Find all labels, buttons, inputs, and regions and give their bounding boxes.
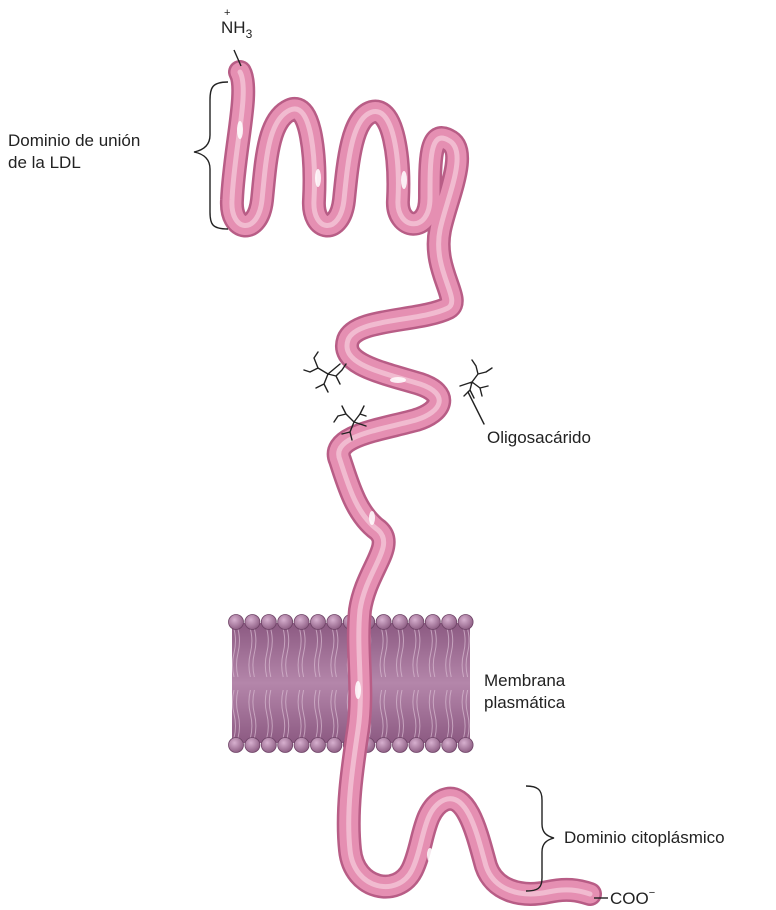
oligosaccharide-pointer xyxy=(468,392,484,424)
membrane-label: Membrana plasmática xyxy=(484,671,570,712)
cytoplasmic-brace xyxy=(526,786,554,891)
n-terminus: NH3 + xyxy=(221,7,253,66)
cytoplasmic-domain: Dominio citoplásmico xyxy=(526,786,725,891)
lipid-head-bottom xyxy=(278,738,293,753)
lipid-head-bottom xyxy=(229,738,244,753)
cytoplasmic-label: Dominio citoplásmico xyxy=(564,828,725,847)
lipid-head-top xyxy=(327,615,342,630)
receptor-ribbon xyxy=(232,72,590,894)
lipid-head-bottom xyxy=(442,738,457,753)
oligosaccharide-label: Oligosacárido xyxy=(487,428,591,447)
lipid-head-top xyxy=(425,615,440,630)
lipid-head-bottom xyxy=(376,738,391,753)
ribbon-body xyxy=(232,72,590,894)
ldl-binding-label: Dominio de unión de la LDL xyxy=(8,131,145,172)
lipid-head-bottom xyxy=(261,738,276,753)
coo-label: COO− xyxy=(610,887,655,908)
lipid-head-top xyxy=(261,615,276,630)
lipid-head-top xyxy=(409,615,424,630)
ldl-binding-domain: Dominio de unión de la LDL xyxy=(8,82,228,229)
lipid-head-bottom xyxy=(409,738,424,753)
ribbon-highlight xyxy=(232,72,590,894)
ribbon-edge xyxy=(232,72,590,894)
nh3-label: NH3 xyxy=(221,18,253,41)
c-terminus: COO− xyxy=(594,887,655,908)
lipid-head-top xyxy=(294,615,309,630)
lipid-head-bottom xyxy=(294,738,309,753)
lipid-head-top xyxy=(376,615,391,630)
lipid-head-top xyxy=(245,615,260,630)
oligosaccharide-glyph-2 xyxy=(460,360,492,398)
lipid-head-bottom xyxy=(458,738,473,753)
lipid-head-top xyxy=(458,615,473,630)
lipid-head-top xyxy=(311,615,326,630)
lipid-head-bottom xyxy=(311,738,326,753)
nh3-charge: + xyxy=(224,7,230,19)
lipid-head-bottom xyxy=(327,738,342,753)
lipid-head-top xyxy=(442,615,457,630)
lipid-head-bottom xyxy=(425,738,440,753)
lipid-head-top xyxy=(278,615,293,630)
lipid-head-top xyxy=(229,615,244,630)
lipid-head-top xyxy=(393,615,408,630)
lipid-head-bottom xyxy=(393,738,408,753)
lipid-head-bottom xyxy=(245,738,260,753)
